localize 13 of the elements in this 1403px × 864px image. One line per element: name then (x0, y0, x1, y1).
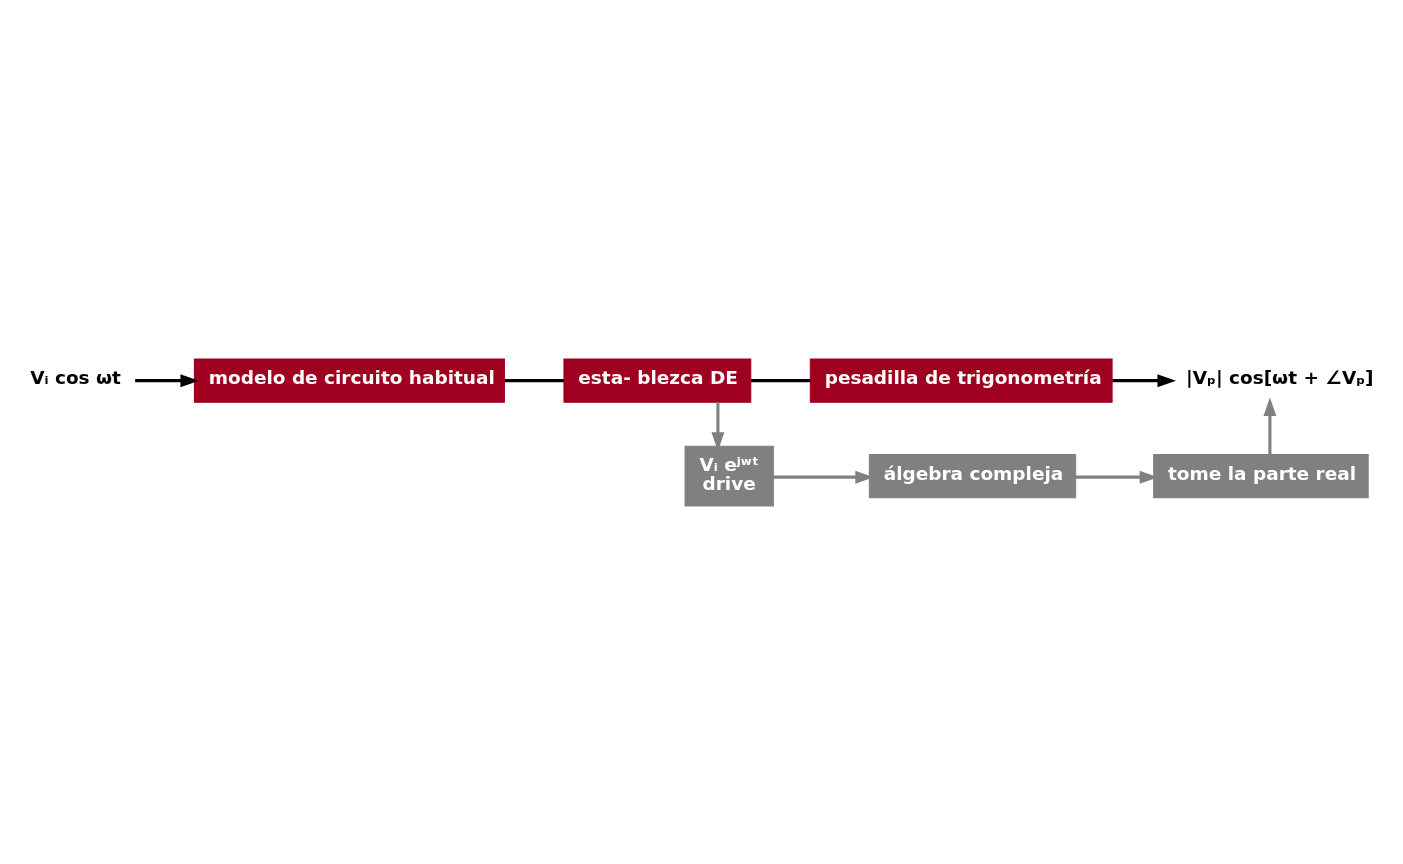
node-text: Vᵢ cos ωt (30, 366, 121, 388)
arrow (1112, 373, 1176, 387)
connector (504, 378, 564, 382)
node-box: modelo de circuito habitual (193, 358, 505, 403)
node-text: |Vₚ| cos[ωt + ∠Vₚ] (1186, 366, 1374, 388)
node-box: Vᵢ eʲʷᵗ drive (684, 445, 774, 506)
connector (751, 378, 811, 382)
node-box: tome la parte real (1153, 453, 1369, 498)
arrow (135, 373, 199, 387)
node-box: pesadilla de trigonometría (809, 358, 1113, 403)
arrow (1263, 397, 1277, 454)
node-box: álgebra compleja (868, 453, 1077, 498)
node-box: esta- blezca DE (563, 358, 752, 403)
